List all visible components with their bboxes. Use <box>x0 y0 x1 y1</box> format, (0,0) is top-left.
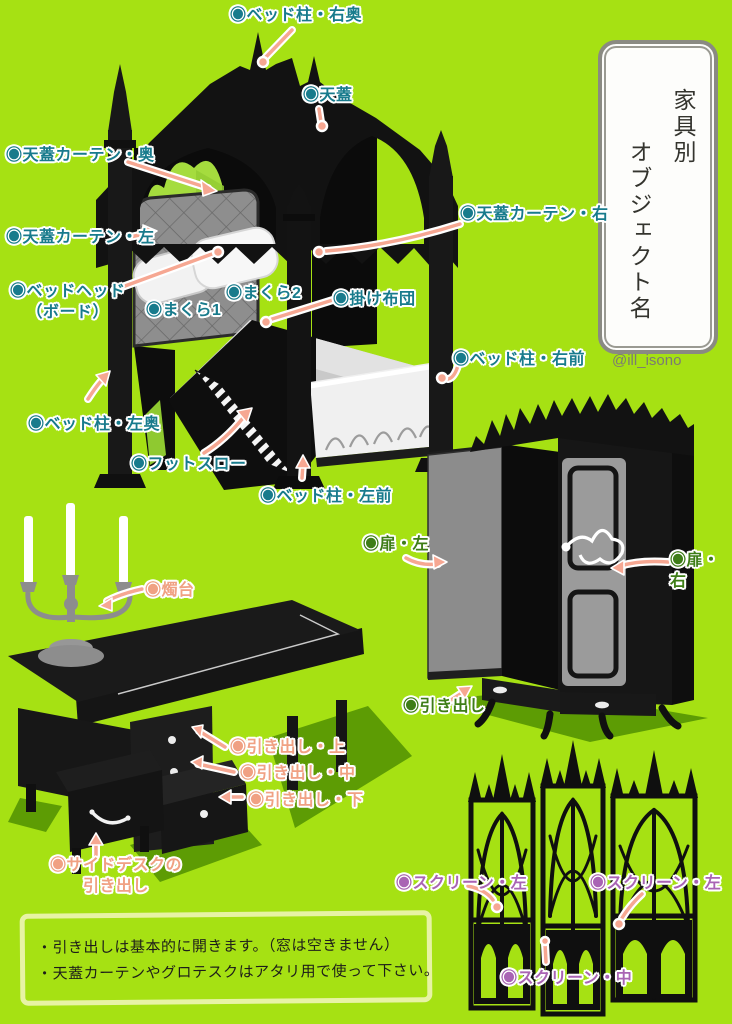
candelabra <box>20 503 133 667</box>
label-drawer-middle: ◉引き出し・中 <box>240 765 356 782</box>
wardrobe-drawer <box>482 678 656 716</box>
label-bed-post-right-front: ◉ベッド柱・右前 <box>453 351 586 368</box>
label-bed-post-left-front: ◉ベッド柱・左前 <box>260 488 393 505</box>
label-wardrobe-drawer: ◉引き出し <box>403 698 486 715</box>
wardrobe-handle-ornament <box>561 528 625 565</box>
comforter <box>168 320 316 490</box>
canopy-bed <box>94 32 467 490</box>
side-desk <box>56 750 164 874</box>
title-text: 家具別 オブジェクト名 <box>622 44 700 350</box>
credit-handle: @ill_isono <box>612 352 682 369</box>
wardrobe-interior <box>502 444 560 690</box>
bed-post-left-back <box>94 64 146 488</box>
wardrobe-legs <box>474 698 682 740</box>
label-comforter: ◉掛け布団 <box>333 291 416 308</box>
wardrobe-shadow <box>432 690 708 742</box>
title-box: 家具別 オブジェクト名 <box>598 40 718 354</box>
label-door-right: ◉扉・右 <box>670 552 720 590</box>
title-line-2: オブジェクト名 <box>626 140 652 322</box>
note-line-2: ・天蓋カーテンやグロテスクはアタリ用で使って下さい。 <box>37 962 440 983</box>
note-line-1: ・引き出しは基本的に開きます。（窓は空きません） <box>36 936 400 957</box>
label-bed-post-left-back: ◉ベッド柱・左奥 <box>28 416 161 433</box>
label-bed-post-right-back: ◉ベッド柱・右奥 <box>230 7 363 24</box>
wardrobe-crest <box>470 394 694 456</box>
desk-shadow-left <box>8 798 62 832</box>
label-door-left: ◉扉・左 <box>363 536 430 553</box>
label-bed-headboard: ◉ベッドヘッド （ボード） <box>10 283 126 321</box>
label-screen-left-2: ◉スクリーン・左 <box>590 875 722 892</box>
arrow <box>84 26 672 966</box>
label-screen-left-1: ◉スクリーン・左 <box>396 875 528 892</box>
label-pillow-2: ◉まくら2 <box>226 285 302 302</box>
title-line-1: 家具別 <box>670 88 696 166</box>
label-drawer-top: ◉引き出し・上 <box>230 739 346 756</box>
folding-screen <box>468 740 698 1017</box>
label-pillow-1: ◉まくら1 <box>146 302 222 319</box>
label-canopy: ◉天蓋 <box>303 87 353 104</box>
label-canopy-curtain-back: ◉天蓋カーテン・奥 <box>6 147 155 164</box>
bed-canopy <box>96 32 458 268</box>
screen-panel-right <box>610 750 698 1003</box>
screen-panel-left <box>468 754 536 1011</box>
label-canopy-curtain-left: ◉天蓋カーテン・左 <box>6 229 155 246</box>
label-candelabra: ◉燭台 <box>145 582 195 599</box>
label-drawer-bottom: ◉引き出し・下 <box>248 792 364 809</box>
bed-post-left-front <box>273 184 325 489</box>
screen-panel-middle <box>540 740 606 1017</box>
label-screen-middle: ◉スクリーン・中 <box>501 970 633 987</box>
note-box: ・引き出しは基本的に開きます。（窓は空きません） ・天蓋カーテンやグロテスクはア… <box>19 910 439 1006</box>
label-canopy-curtain-right: ◉天蓋カーテン・右 <box>460 206 609 223</box>
bed-base <box>309 362 440 467</box>
label-foot-throw: ◉フットスロー <box>131 456 247 473</box>
label-side-desk-drawer: ◉サイドデスクの 引き出し <box>50 857 183 895</box>
wardrobe-door-right <box>561 458 626 686</box>
